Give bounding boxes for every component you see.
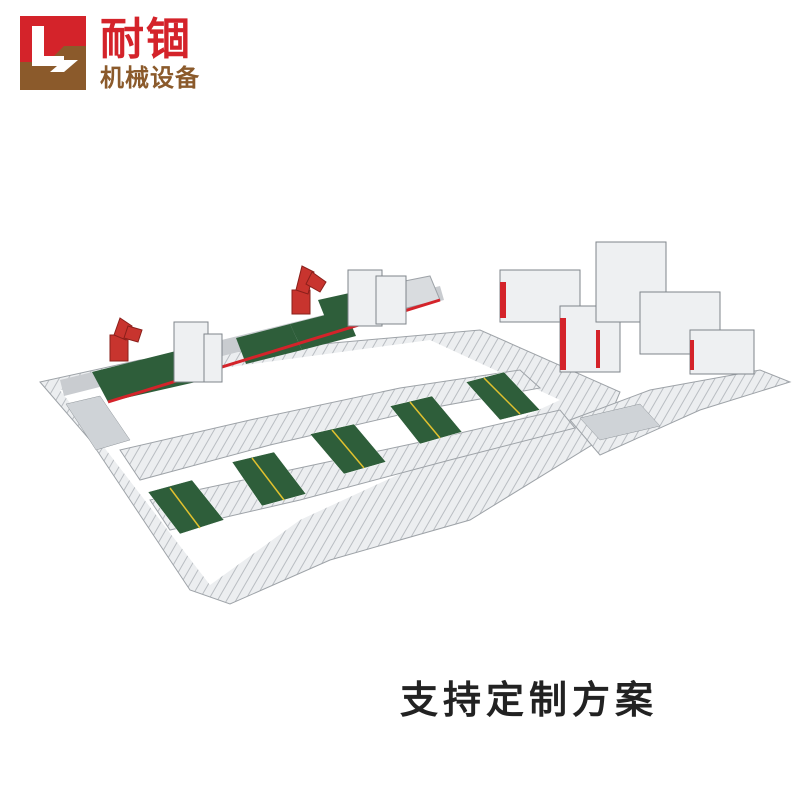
machine-red-accents (500, 282, 694, 370)
table-yellow-marks (169, 377, 521, 529)
machine-gantries (173, 241, 755, 383)
robot-arms (109, 265, 327, 362)
caption-text: 支持定制方案 (400, 678, 659, 722)
brand-logo-icon (20, 16, 86, 90)
brand-subtitle: 机械设备 (100, 64, 200, 92)
brand-name: 耐锢 (100, 14, 192, 65)
